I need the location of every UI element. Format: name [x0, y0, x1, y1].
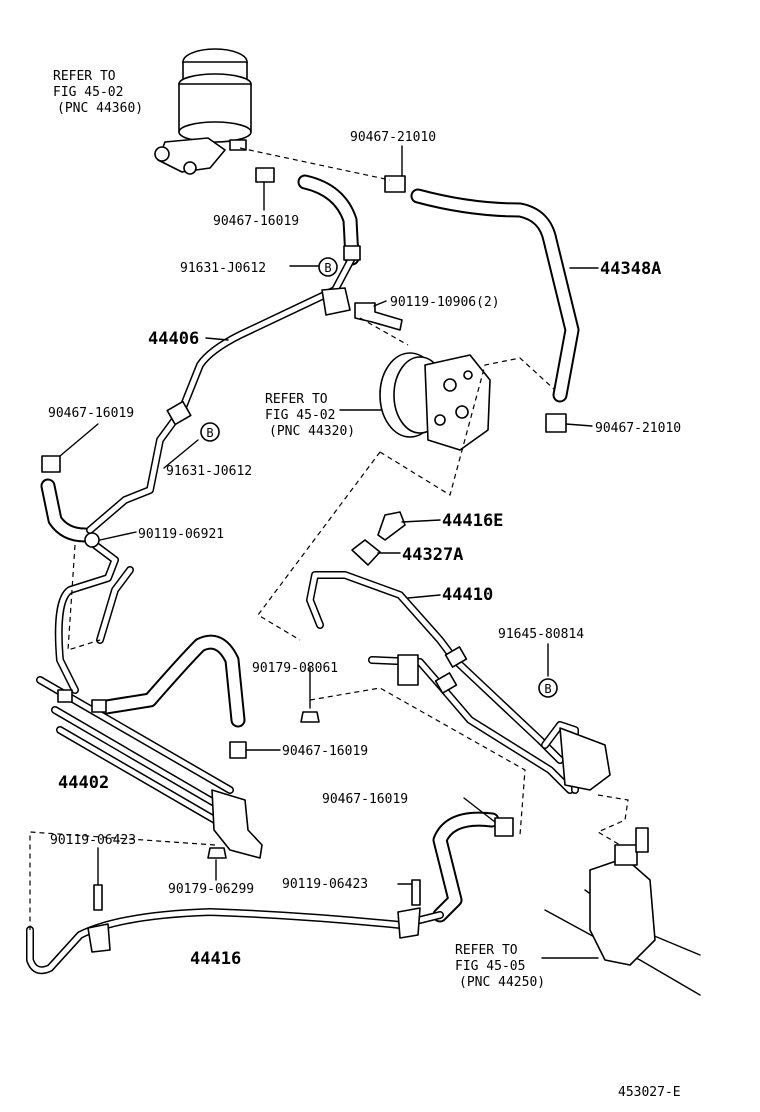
label-clamp-80814: 91645-80814 [498, 627, 584, 642]
svg-text:(PNC 44250): (PNC 44250) [459, 975, 545, 990]
leader-lines [59, 145, 599, 959]
svg-text:B: B [324, 261, 331, 275]
svg-text:B: B [206, 426, 213, 440]
clamp-cooler [229, 741, 247, 759]
tube-44406 [86, 254, 356, 534]
svg-text:REFER TO: REFER TO [265, 392, 328, 407]
bolt-06423-right [411, 879, 421, 906]
clamp-44410-end [559, 727, 611, 791]
pipe-cooler-feed [54, 541, 134, 694]
ref-gear: REFER TO FIG 45-05 (PNC 44250) [455, 943, 545, 990]
label-hose-44348a: 44348A [600, 259, 661, 279]
label-bolt-06423-right: 90119-06423 [282, 877, 368, 892]
gasket-44327a [351, 539, 381, 566]
label-tube-44406: 44406 [148, 329, 199, 349]
label-nut-08061: 90179-08061 [252, 661, 338, 676]
label-clamp-16019-top: 90467-16019 [213, 214, 299, 229]
label-clamp-16019-mid: 90467-16019 [282, 744, 368, 759]
svg-text:REFER TO: REFER TO [455, 943, 518, 958]
bolt-06921 [84, 532, 100, 548]
bolt-44416e [377, 511, 406, 541]
hose-lower-right [432, 811, 500, 923]
ref-pump: REFER TO FIG 45-02 (PNC 44320) [265, 392, 355, 439]
badge-b-top: B [318, 257, 338, 277]
clamp-left-hose [41, 455, 61, 473]
svg-text:(PNC 44360): (PNC 44360) [57, 101, 143, 116]
label-bolt-06423-left: 90119-06423 [50, 833, 136, 848]
label-bolt-44416e: 44416E [442, 511, 503, 531]
tube-44410 [306, 571, 579, 794]
hose-44348a [410, 188, 580, 403]
label-clamp-21010-top: 90467-21010 [350, 130, 436, 145]
clamp-top-mid [384, 175, 406, 193]
hose-return-upper [297, 174, 360, 266]
label-bolt-10906: 90119-10906(2) [390, 295, 500, 310]
label-clamp-16019-low: 90467-16019 [322, 792, 408, 807]
clamp-mid-left [166, 400, 192, 426]
bolt-06423-left [93, 884, 103, 911]
svg-text:REFER TO: REFER TO [53, 69, 116, 84]
svg-text:FIG 45-05: FIG 45-05 [455, 959, 525, 974]
label-clamp-j0612-top: 91631-J0612 [180, 261, 266, 276]
clamp-top-left [255, 167, 275, 183]
label-clamp-j0612-mid: 91631-J0612 [166, 464, 252, 479]
bolt-10906 [354, 302, 403, 331]
ref-reservoir: REFER TO FIG 45-02 (PNC 44360) [53, 69, 143, 116]
label-bolt-06921: 90119-06921 [138, 527, 224, 542]
nut-06299 [207, 847, 227, 859]
figure-code: 453027-E [618, 1085, 681, 1100]
svg-text:FIG 45-02: FIG 45-02 [265, 408, 335, 423]
label-nut-06299: 90179-06299 [168, 882, 254, 897]
hose-cooler-loop [92, 634, 246, 728]
svg-text:(PNC 44320): (PNC 44320) [269, 424, 355, 439]
label-clamp-16019-left: 90467-16019 [48, 406, 134, 421]
tube-44416 [26, 907, 444, 975]
svg-text:B: B [544, 682, 551, 696]
label-tube-44410: 44410 [442, 585, 493, 605]
bracket-44406 [321, 287, 351, 316]
steering-gear [544, 827, 701, 996]
label-clamp-21010-right: 90467-21010 [595, 421, 681, 436]
svg-text:FIG 45-02: FIG 45-02 [53, 85, 123, 100]
badge-b-right: B [538, 678, 558, 698]
clamp-right-hose [545, 413, 567, 433]
clamp-upper-hose [343, 245, 361, 261]
label-cooler-44402: 44402 [58, 773, 109, 793]
label-tube-44416: 44416 [190, 949, 241, 969]
hose-left-short [40, 478, 93, 543]
badge-b-mid: B [200, 422, 220, 442]
power-steering-pump [379, 352, 491, 451]
clamp-lower-right [494, 817, 514, 837]
reservoir-tank [154, 48, 252, 175]
dashed-lines [29, 147, 629, 930]
nut-08061 [300, 711, 320, 723]
label-gasket-44327a: 44327A [402, 545, 463, 565]
cooler-44402 [36, 676, 263, 859]
